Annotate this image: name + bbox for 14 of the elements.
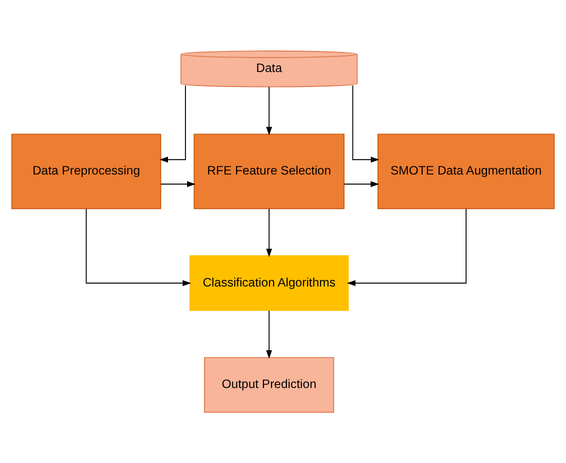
node-box: Output Prediction <box>204 357 334 413</box>
node-box: Classification Algorithms <box>189 255 349 311</box>
arrow <box>266 86 272 136</box>
node-box: SMOTE Data Augmentation <box>377 134 555 210</box>
arrow <box>346 208 467 286</box>
arrow <box>352 85 380 163</box>
arrow <box>160 181 196 188</box>
node-box: Data Preprocessing <box>11 134 162 210</box>
arrow <box>160 85 186 163</box>
arrow <box>344 181 380 188</box>
arrow <box>266 208 272 258</box>
arrow <box>266 310 272 359</box>
node-box: RFE Feature Selection <box>194 134 344 210</box>
arrow <box>86 208 192 286</box>
